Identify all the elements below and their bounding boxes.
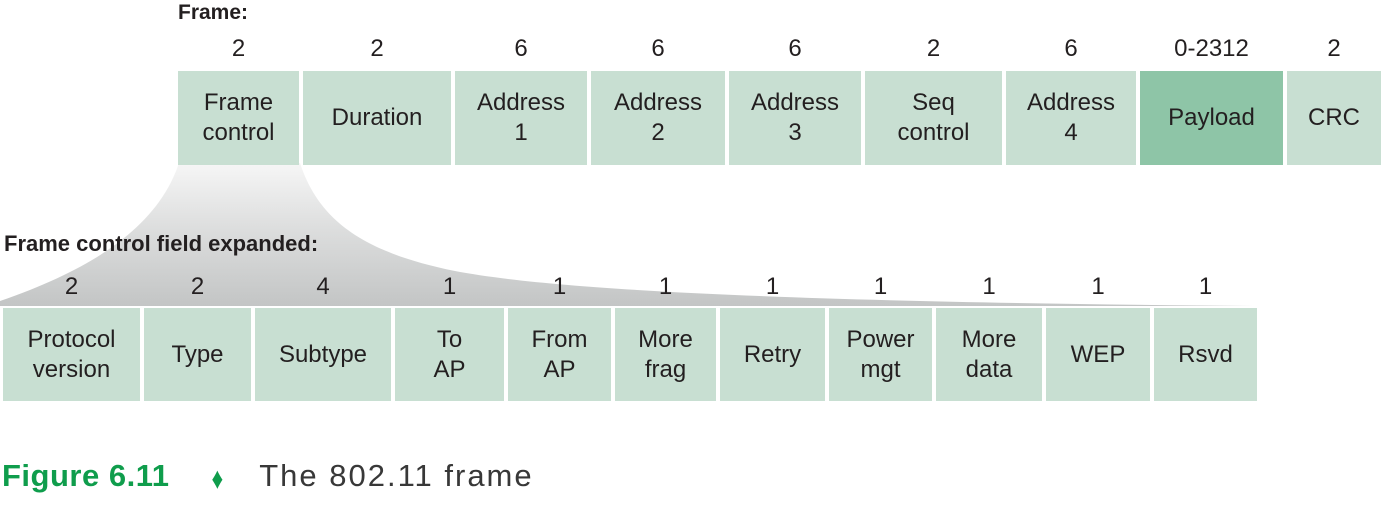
- figure-number: Figure 6.11: [2, 458, 170, 493]
- field-size-label: 4: [316, 273, 330, 300]
- field-name-box: From AP: [508, 308, 611, 401]
- figure-title: The 802.11 frame: [259, 458, 534, 493]
- field-size-label: 2: [1327, 35, 1341, 62]
- field-size-label: 2: [231, 35, 246, 62]
- field-name-box-payload: Payload: [1140, 71, 1283, 165]
- frame-field-col-frame-control: 2 Frame control: [178, 30, 299, 165]
- frame-field-col-duration: 2 Duration: [303, 30, 451, 165]
- field-size-label: 2: [64, 273, 79, 300]
- field-size-label: 0-2312: [1174, 35, 1249, 62]
- expanded-label: Frame control field expanded:: [4, 231, 319, 256]
- expanded-field-col-power-mgt: 1 Power mgt: [829, 264, 932, 401]
- expanded-row: 2 Protocol version 2 Type 4 Subtype 1 To…: [3, 264, 1257, 401]
- expanded-field-col-subtype: 4 Subtype: [255, 264, 391, 401]
- frame-field-col-address-4: 6 Address 4: [1006, 30, 1136, 165]
- field-name-box: Rsvd: [1154, 308, 1257, 401]
- expanded-field-col-more-frag: 1 More frag: [615, 264, 716, 401]
- frame-field-col-seq-control: 2 Seq control: [865, 30, 1002, 165]
- field-name-box: Protocol version: [3, 308, 140, 401]
- field-name-box: Retry: [720, 308, 825, 401]
- field-name-box: CRC: [1287, 71, 1381, 165]
- frame-label: Frame:: [178, 1, 249, 24]
- field-name-box: To AP: [395, 308, 504, 401]
- field-size-label: 1: [552, 273, 567, 300]
- field-size-label: 1: [1091, 273, 1105, 300]
- expanded-field-col-to-ap: 1 To AP: [395, 264, 504, 401]
- field-name-box: More data: [936, 308, 1042, 401]
- field-size-label: 6: [1064, 35, 1078, 62]
- expanded-field-col-wep: 1 WEP: [1046, 264, 1150, 401]
- expanded-field-col-type: 2 Type: [144, 264, 251, 401]
- field-size-label: 6: [788, 35, 802, 62]
- field-name-box: Frame control: [178, 71, 299, 165]
- expanded-field-col-protocol-version: 2 Protocol version: [3, 264, 140, 401]
- field-name-box: Address 1: [455, 71, 587, 165]
- field-size-label: 1: [442, 273, 457, 300]
- diamond-icon: ♦: [211, 460, 224, 495]
- field-name-box: More frag: [615, 308, 716, 401]
- field-name-box: Power mgt: [829, 308, 932, 401]
- expanded-field-col-more-data: 1 More data: [936, 264, 1042, 401]
- frame-field-col-address-1: 6 Address 1: [455, 30, 587, 165]
- field-size-label: 2: [370, 35, 384, 62]
- field-name-box: Duration: [303, 71, 451, 165]
- field-name-box: WEP: [1046, 308, 1150, 401]
- expanded-field-col-from-ap: 1 From AP: [508, 264, 611, 401]
- field-size-label: 6: [651, 35, 665, 62]
- field-size-label: 6: [514, 35, 528, 62]
- frame-field-col-address-3: 6 Address 3: [729, 30, 861, 165]
- field-name-box: Address 2: [591, 71, 725, 165]
- field-name-box: Address 3: [729, 71, 861, 165]
- frame-field-col-payload: 0-2312 Payload: [1140, 30, 1283, 165]
- field-size-label: 1: [873, 273, 888, 300]
- frame-row: 2 Frame control 2 Duration 6 Address 1 6…: [178, 30, 1385, 165]
- field-size-label: 2: [926, 35, 941, 62]
- frame-field-col-crc: 2 CRC: [1287, 30, 1381, 165]
- field-size-label: 1: [1198, 273, 1213, 300]
- frame-field-col-address-2: 6 Address 2: [591, 30, 725, 165]
- figure-caption: Figure 6.11 ♦ The 802.11 frame: [2, 458, 534, 495]
- field-size-label: 1: [982, 273, 996, 300]
- expanded-field-col-rsvd: 1 Rsvd: [1154, 264, 1257, 401]
- field-size-label: 2: [190, 273, 205, 300]
- field-size-label: 1: [658, 273, 673, 300]
- field-name-box: Seq control: [865, 71, 1002, 165]
- field-size-label: 1: [765, 273, 780, 300]
- field-name-box: Type: [144, 308, 251, 401]
- field-name-box: Subtype: [255, 308, 391, 401]
- field-name-box: Address 4: [1006, 71, 1136, 165]
- expanded-field-col-retry: 1 Retry: [720, 264, 825, 401]
